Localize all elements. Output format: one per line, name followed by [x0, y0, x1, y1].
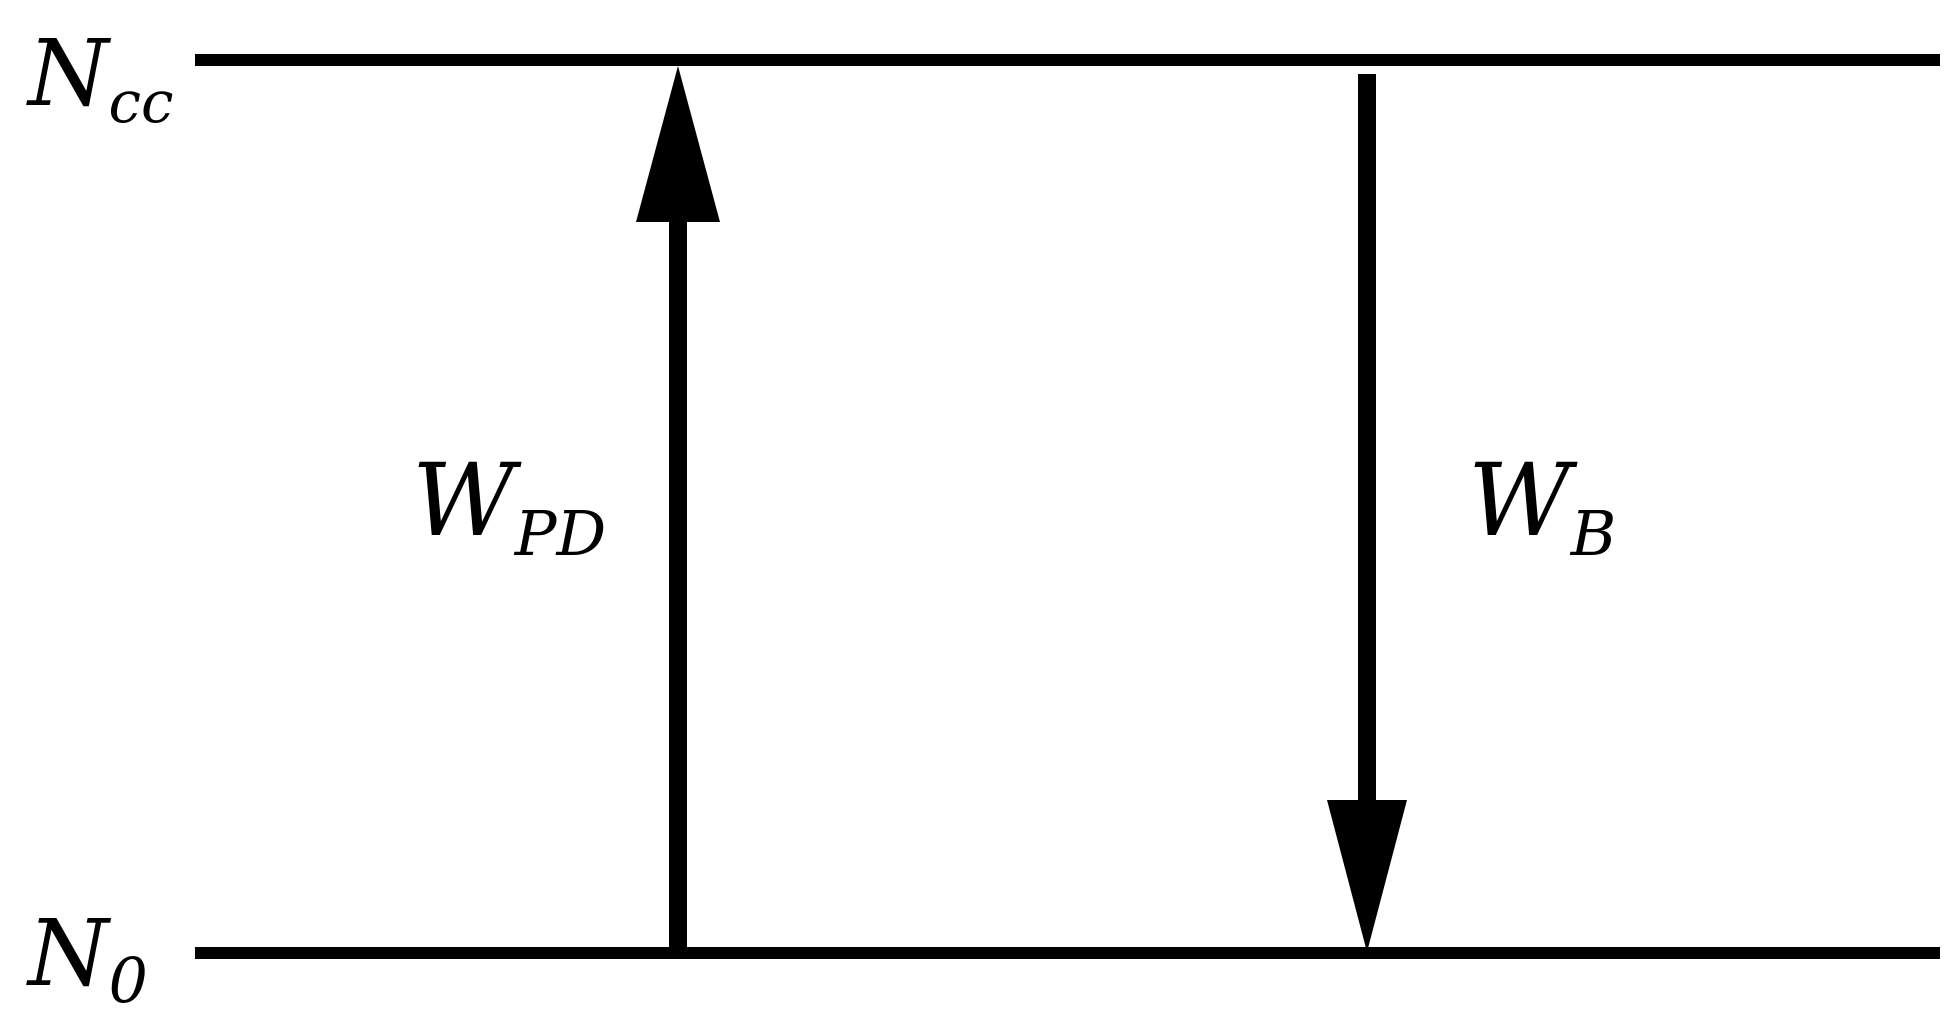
decay-arrowhead-icon — [1327, 800, 1407, 952]
pumping-rate-label: WPD — [412, 442, 606, 570]
upper-level-subscript: cc — [109, 68, 174, 136]
decay-rate-symbol: W — [1468, 442, 1578, 559]
decay-arrow — [1327, 74, 1407, 952]
pumping-arrowhead-icon — [636, 66, 720, 222]
decay-rate-label: WB — [1468, 442, 1616, 570]
lower-level-subscript: 0 — [109, 944, 148, 1017]
pumping-rate-symbol: W — [412, 442, 522, 559]
upper-level-symbol: N — [26, 20, 112, 127]
pumping-rate-subscript: PD — [514, 497, 606, 570]
pumping-arrow — [636, 66, 720, 947]
lower-level-label: N0 — [26, 900, 148, 1017]
decay-rate-subscript: B — [1570, 497, 1617, 570]
upper-level-label: Ncc — [26, 20, 173, 136]
lower-level-symbol: N — [26, 900, 112, 1007]
